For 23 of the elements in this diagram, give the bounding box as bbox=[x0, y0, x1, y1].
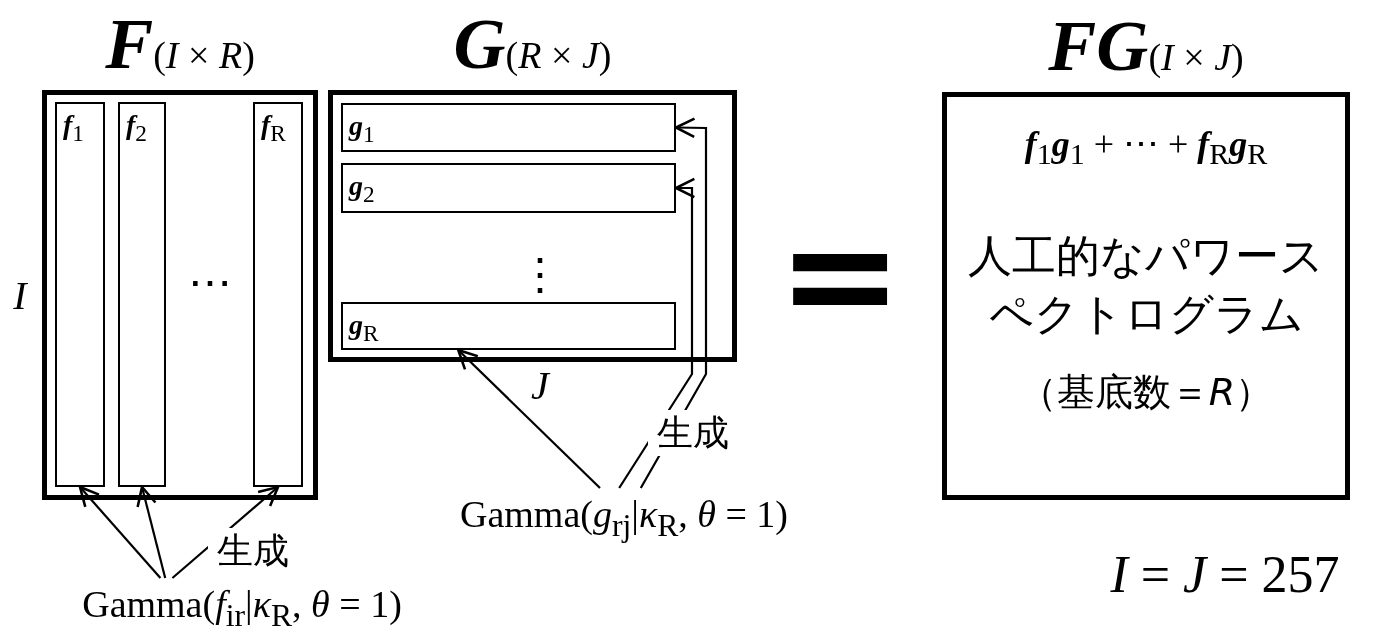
formula-text: f$_{1}$g$_{1}$ + ⋯ + f$_{R}$g$_{R}$ bbox=[1023, 123, 1269, 173]
arrow bbox=[456, 348, 601, 489]
matrix-title: G(R × J) bbox=[452, 3, 613, 86]
row-box: g$_{1}$ bbox=[341, 103, 676, 152]
row-box: g$_{R}$ bbox=[341, 302, 676, 350]
matrix-title: FG(I × J) bbox=[1047, 5, 1245, 88]
column-box: f$_{2}$ bbox=[118, 102, 166, 487]
arrow bbox=[78, 485, 162, 579]
ellipsis-mark: ⋯ bbox=[187, 258, 233, 308]
matrix-title: F(I × R) bbox=[104, 3, 256, 86]
column-box: f$_{1}$ bbox=[55, 102, 105, 487]
dimension-label: J bbox=[530, 362, 552, 410]
column-box: f$_{R}$ bbox=[253, 102, 303, 487]
formula-text: Gamma(f$_{ir}$|κ$_{R}$, θ = 1) bbox=[2, 578, 482, 630]
equals-sign: = bbox=[776, 200, 904, 350]
body-text: （基底数＝R） bbox=[1017, 369, 1275, 416]
note-text: I = J = 257 bbox=[1109, 545, 1341, 605]
dimension-label: I bbox=[12, 272, 29, 320]
row-box: g$_{2}$ bbox=[341, 163, 676, 213]
arrow bbox=[618, 177, 696, 489]
ellipsis-mark: ⋮ bbox=[518, 249, 558, 301]
arrow bbox=[136, 485, 167, 579]
body-text: 人工的なパワースペクトログラム bbox=[967, 229, 1325, 341]
